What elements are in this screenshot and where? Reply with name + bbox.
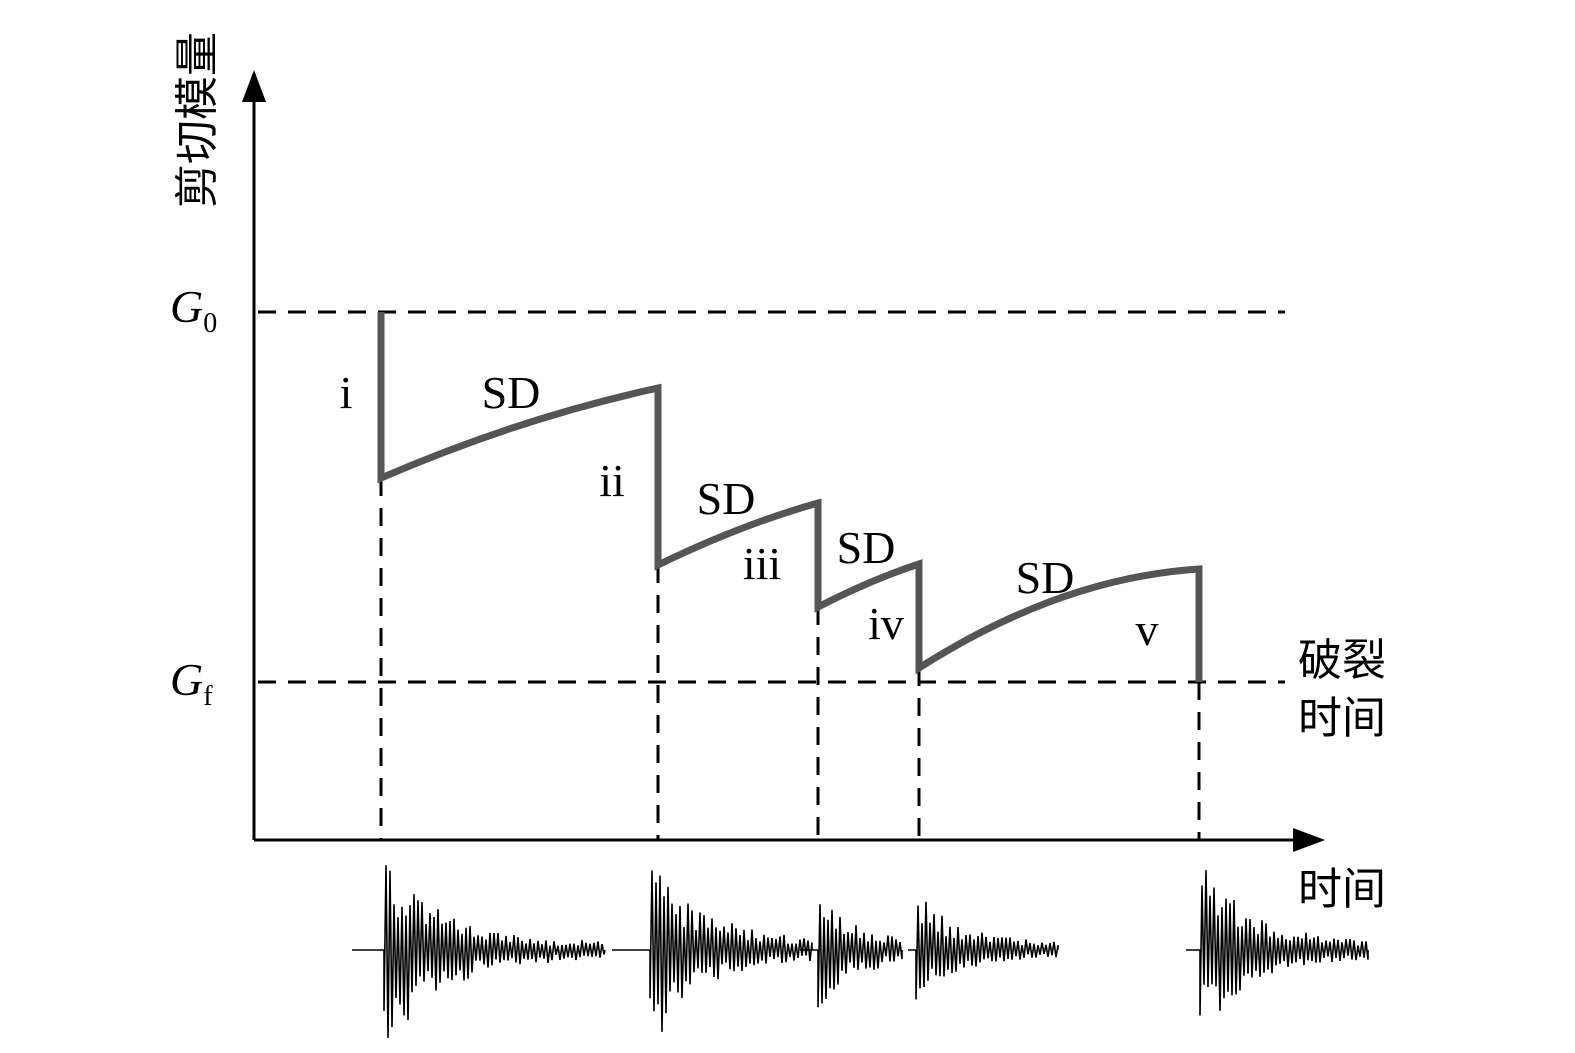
gf-label: Gf [170,654,213,712]
y-axis-title-text: 剪切模量 [172,32,223,208]
waveform-4 [908,901,1059,1000]
g0-label: G0 [170,281,217,339]
stage-label-ii: ii [599,455,625,506]
waveform-2 [612,870,813,1032]
event-time-lines [379,478,1201,840]
failure-label-line1: 破裂 [1298,635,1386,686]
x-axis-arrowhead [1293,828,1325,852]
sd-label-3: SD [837,522,896,573]
sd-label-1: SD [482,367,541,418]
stage-label-i: i [340,367,353,418]
y-axis-title: 剪切模量 [172,32,223,208]
stage-label-iii: iii [743,538,781,589]
failure-label-line2: 时间 [1298,693,1386,744]
shear-modulus-curve [377,312,1203,682]
waveform-3 [800,904,903,1008]
sd-label-4: SD [1016,552,1075,603]
stage-label-v: v [1136,604,1159,655]
x-axis-title: 时间 [1298,864,1386,915]
seismic-waveforms [352,865,1369,1038]
y-axis-arrowhead [242,70,266,102]
sd-label-2: SD [697,473,756,524]
stage-label-iv: iv [868,598,904,649]
waveform-5 [1186,870,1369,1016]
waveform-1 [352,865,606,1038]
